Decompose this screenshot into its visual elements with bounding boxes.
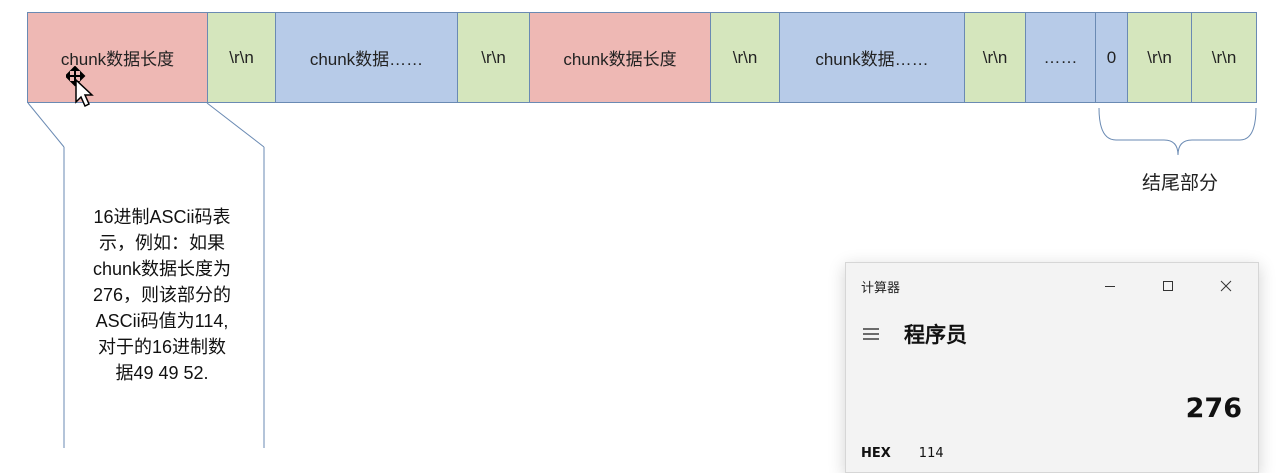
hex-row[interactable]: HEX 114 bbox=[861, 446, 944, 461]
calculator-titlebar[interactable]: 计算器 bbox=[846, 263, 1258, 309]
cell-crlf: \r\n bbox=[207, 12, 276, 103]
calculator-header: 程序员 bbox=[860, 319, 967, 349]
cell-ellipsis: …… bbox=[1025, 12, 1096, 103]
cell-label: chunk数据长度 bbox=[563, 50, 677, 69]
tail-label: 结尾部分 bbox=[1141, 173, 1218, 194]
hamburger-menu-icon bbox=[863, 328, 879, 340]
cell-label: chunk数据…… bbox=[815, 50, 929, 69]
minimize-button[interactable] bbox=[1090, 273, 1130, 299]
cell-crlf: \r\n bbox=[964, 12, 1026, 103]
cell-label: \r\n bbox=[982, 47, 1008, 67]
note-line: chunk数据长度为 bbox=[92, 259, 232, 279]
navigation-menu-button[interactable] bbox=[860, 323, 882, 345]
note-line: 据49 49 52. bbox=[115, 363, 209, 383]
cell-label: \r\n bbox=[732, 47, 758, 67]
callout-connector bbox=[27, 102, 265, 448]
close-button[interactable] bbox=[1206, 273, 1246, 299]
note-line: 16进制ASCii码表 bbox=[93, 207, 231, 227]
tail-bracket bbox=[1098, 107, 1257, 156]
note-line: 示，例如：如果 bbox=[99, 233, 225, 253]
calculator-display: 276 bbox=[1185, 393, 1242, 424]
cell-chunk-data: chunk数据…… bbox=[275, 12, 458, 103]
calculator-window[interactable]: 计算器 程序员 276 HEX bbox=[845, 262, 1259, 473]
close-icon bbox=[1220, 280, 1232, 292]
maximize-icon bbox=[1163, 281, 1173, 291]
move-cursor-icon bbox=[66, 66, 94, 108]
note-line: 276，则该部分的 bbox=[92, 285, 232, 305]
cell-label: 0 bbox=[1106, 47, 1117, 67]
cell-crlf: \r\n bbox=[710, 12, 780, 103]
note-line: 对于的16进制数 bbox=[97, 337, 227, 357]
calculator-mode-title: 程序员 bbox=[904, 323, 967, 347]
cell-crlf: \r\n bbox=[1127, 12, 1192, 103]
cell-label: \r\n bbox=[1211, 47, 1237, 67]
cell-label: \r\n bbox=[1147, 47, 1172, 67]
callout-note: 16进制ASCii码表 示，例如：如果 chunk数据长度为 276，则该部分的… bbox=[64, 204, 260, 386]
cell-label: chunk数据长度 bbox=[60, 50, 175, 69]
cell-label: chunk数据…… bbox=[309, 50, 424, 69]
note-line: ASCii码值为114, bbox=[95, 311, 229, 331]
hex-label: HEX bbox=[861, 446, 891, 461]
cell-chunk-length: chunk数据长度 bbox=[27, 12, 208, 103]
cell-label: …… bbox=[1043, 47, 1078, 67]
cell-label: \r\n bbox=[229, 47, 254, 67]
cell-crlf: \r\n bbox=[457, 12, 530, 103]
cell-crlf: \r\n bbox=[1191, 12, 1257, 103]
cell-zero: 0 bbox=[1095, 12, 1128, 103]
cell-label: \r\n bbox=[481, 47, 506, 67]
window-title: 计算器 bbox=[861, 281, 901, 296]
maximize-button[interactable] bbox=[1148, 273, 1188, 299]
minimize-icon bbox=[1105, 286, 1115, 287]
cell-chunk-length: chunk数据长度 bbox=[529, 12, 711, 103]
cell-chunk-data: chunk数据…… bbox=[779, 12, 965, 103]
hex-value: 114 bbox=[918, 446, 944, 461]
